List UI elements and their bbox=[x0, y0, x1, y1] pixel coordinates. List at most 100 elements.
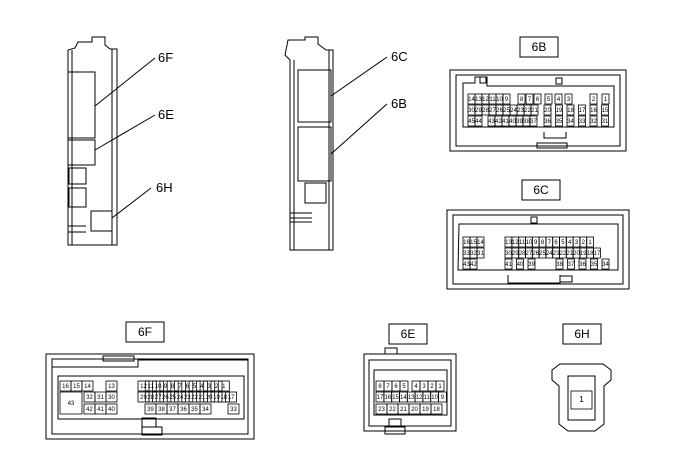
pin-number: 13 bbox=[475, 97, 482, 103]
pin-number: 9 bbox=[505, 97, 509, 103]
connector-6f-housing bbox=[45, 353, 255, 440]
pin-cell bbox=[166, 380, 179, 392]
pin-number: 13 bbox=[108, 384, 115, 390]
pin-cell bbox=[544, 93, 553, 105]
connector-6b-housing bbox=[449, 69, 627, 152]
pin-number: 25 bbox=[169, 395, 176, 401]
ecu-middle-body bbox=[284, 36, 334, 251]
pin-number: 3 bbox=[208, 384, 212, 390]
pin-cell bbox=[525, 93, 534, 105]
pin-number: 44 bbox=[475, 119, 482, 125]
pin-number: 31 bbox=[602, 119, 609, 125]
pin-number: 17 bbox=[228, 395, 235, 401]
pin-number: 23 bbox=[184, 395, 191, 401]
pin-number: 9 bbox=[441, 395, 445, 401]
label-box-6c bbox=[521, 179, 561, 201]
pin-number: 5 bbox=[561, 240, 565, 246]
pin-number: 10 bbox=[431, 395, 438, 401]
pin-number: 29 bbox=[512, 251, 519, 257]
pin-number: 37 bbox=[530, 119, 537, 125]
pin-number: 7 bbox=[386, 384, 390, 390]
pin-number: 14 bbox=[477, 240, 484, 246]
label-6c: 6C bbox=[533, 183, 549, 197]
pin-number: 27 bbox=[155, 395, 162, 401]
pin-number: 32 bbox=[470, 251, 477, 257]
label-6e: 6E bbox=[401, 327, 416, 341]
pin-number: 4 bbox=[568, 240, 572, 246]
callout-6f: 6F bbox=[158, 50, 173, 65]
pin-cell bbox=[555, 115, 563, 127]
pin-number: 5 bbox=[193, 384, 197, 390]
pin-cell bbox=[105, 391, 118, 403]
pin-number: 8 bbox=[171, 384, 175, 390]
connector-6c-housing bbox=[446, 209, 630, 290]
pin-cell bbox=[166, 391, 179, 403]
pin-cell bbox=[105, 380, 118, 392]
pin-number: 8 bbox=[520, 97, 524, 103]
pin-number: 40 bbox=[509, 119, 516, 125]
pin-number: 2 bbox=[430, 384, 434, 390]
pin-number: 7 bbox=[528, 97, 532, 103]
pin-cell bbox=[137, 391, 150, 403]
pin-cell bbox=[159, 391, 172, 403]
pin-number: 41 bbox=[97, 407, 104, 413]
pin-cell bbox=[566, 115, 575, 127]
pin-number: 19 bbox=[213, 395, 220, 401]
pin-cell bbox=[601, 104, 609, 116]
pin-number: 2 bbox=[592, 97, 596, 103]
label-box-6e bbox=[388, 323, 428, 345]
pin-number: 21 bbox=[400, 407, 407, 413]
pin-cell bbox=[474, 115, 483, 127]
pin-cell bbox=[437, 391, 447, 403]
pin-number: 5 bbox=[402, 384, 406, 390]
ecu-left-body bbox=[67, 36, 118, 246]
pin-cell bbox=[589, 115, 598, 127]
pin-number: 23 bbox=[517, 108, 524, 114]
pin-number: 14 bbox=[400, 395, 407, 401]
pin-number: 27 bbox=[526, 251, 533, 257]
pin-cell bbox=[152, 380, 165, 392]
pin-number: 10 bbox=[496, 97, 503, 103]
pin-cell bbox=[590, 258, 598, 270]
pin-cell bbox=[529, 115, 538, 127]
pin-number: 13 bbox=[505, 240, 512, 246]
pin-number: 45 bbox=[468, 119, 475, 125]
pin-number: 22 bbox=[524, 108, 531, 114]
pin-number: 12 bbox=[512, 240, 519, 246]
pin-number: 35 bbox=[556, 119, 563, 125]
pin-number: 38 bbox=[556, 262, 563, 268]
pin-cell bbox=[435, 380, 445, 392]
pin-number: 30 bbox=[468, 108, 475, 114]
pin-cell bbox=[195, 391, 208, 403]
pin-number: 13 bbox=[408, 395, 415, 401]
pin-number: 3 bbox=[422, 384, 426, 390]
pin-number: 20 bbox=[411, 407, 418, 413]
pin-number: 8 bbox=[378, 384, 382, 390]
pin-cell bbox=[476, 247, 485, 259]
pin-number: 34 bbox=[602, 262, 609, 268]
pin-number: 22 bbox=[560, 251, 567, 257]
pin-cell bbox=[601, 93, 610, 105]
pin-number: 15 bbox=[470, 240, 477, 246]
pin-number: 19 bbox=[580, 251, 587, 257]
pin-cell bbox=[144, 391, 157, 403]
pin-cell bbox=[225, 391, 238, 403]
pin-number: 36 bbox=[544, 119, 551, 125]
pin-cell bbox=[533, 93, 542, 105]
pin-number: 42 bbox=[495, 119, 502, 125]
pin-number: 17 bbox=[377, 395, 384, 401]
pin-number: 19 bbox=[422, 407, 429, 413]
callout-6h: 6H bbox=[156, 180, 173, 195]
pin-number: 40 bbox=[108, 407, 115, 413]
pin-number: 2 bbox=[582, 240, 586, 246]
pin-number: 33 bbox=[579, 119, 586, 125]
pin-number: 25 bbox=[539, 251, 546, 257]
pin-number: 18 bbox=[433, 407, 440, 413]
pin-number: 31 bbox=[477, 251, 484, 257]
pin-number: 36 bbox=[579, 262, 586, 268]
pin-number: 10 bbox=[155, 384, 162, 390]
pin-cell bbox=[601, 258, 610, 270]
pin-cell bbox=[174, 391, 186, 403]
pin-number: 19 bbox=[556, 108, 563, 114]
pin-number: 18 bbox=[567, 108, 574, 114]
